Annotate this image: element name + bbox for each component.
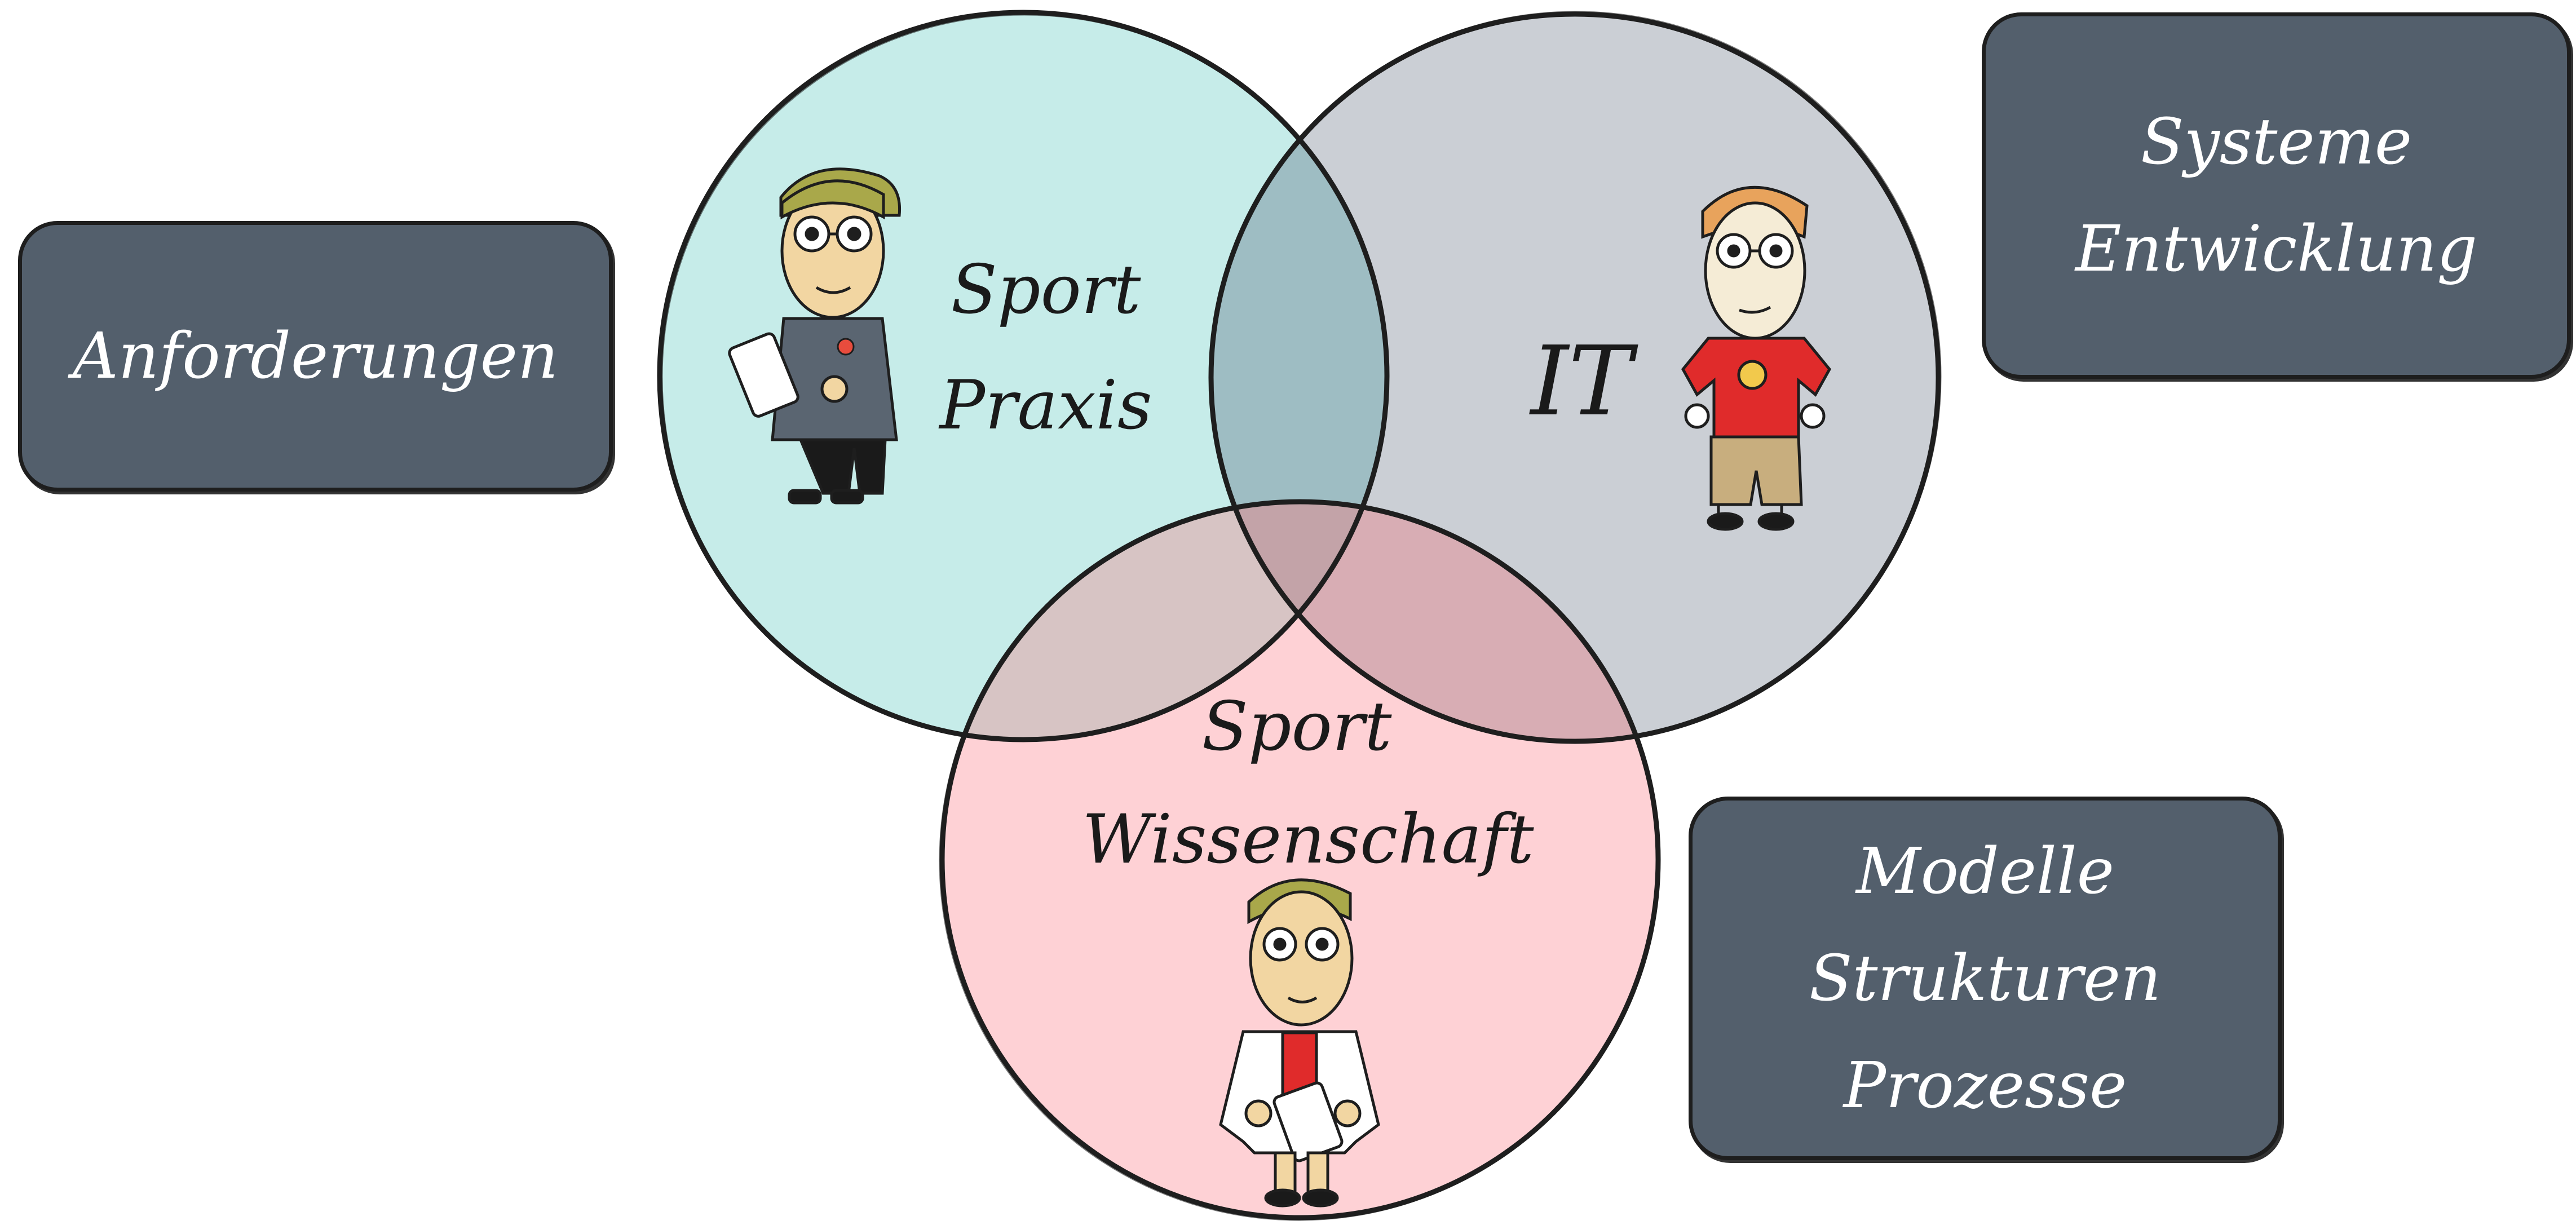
box-modelle-line1: Modelle — [1855, 834, 2114, 908]
coach-character — [728, 167, 902, 505]
overlap-it-wissenschaft — [1211, 502, 1658, 741]
label-sport-praxis-line1: Sport — [951, 251, 1142, 329]
label-sport-wissenschaft-line1: Sport — [1202, 688, 1393, 766]
box-modelle-line3: Prozesse — [1843, 1049, 2127, 1122]
box-systeme-line2: Entwicklung — [2075, 213, 2477, 286]
box-modelle-strukturen-prozesse: Modelle Strukturen Prozesse — [1689, 797, 2282, 1160]
overlap-praxis-wissenschaft — [942, 502, 1387, 740]
label-it: IT — [1529, 326, 1638, 437]
box-modelle-line2: Strukturen — [1809, 941, 2162, 1015]
box-systeme-line1: Systeme — [2140, 105, 2412, 179]
label-sport-wissenschaft-line2: Wissenschaft — [1082, 801, 1534, 879]
box-anforderungen-line1: Anforderungen — [72, 320, 559, 393]
it-character — [1681, 185, 1832, 531]
box-systeme-entwicklung: Systeme Entwicklung — [1982, 12, 2571, 379]
label-sport-praxis-line2: Praxis — [938, 366, 1152, 445]
scientist-character — [1219, 878, 1380, 1208]
box-anforderungen: Anforderungen — [18, 221, 613, 492]
